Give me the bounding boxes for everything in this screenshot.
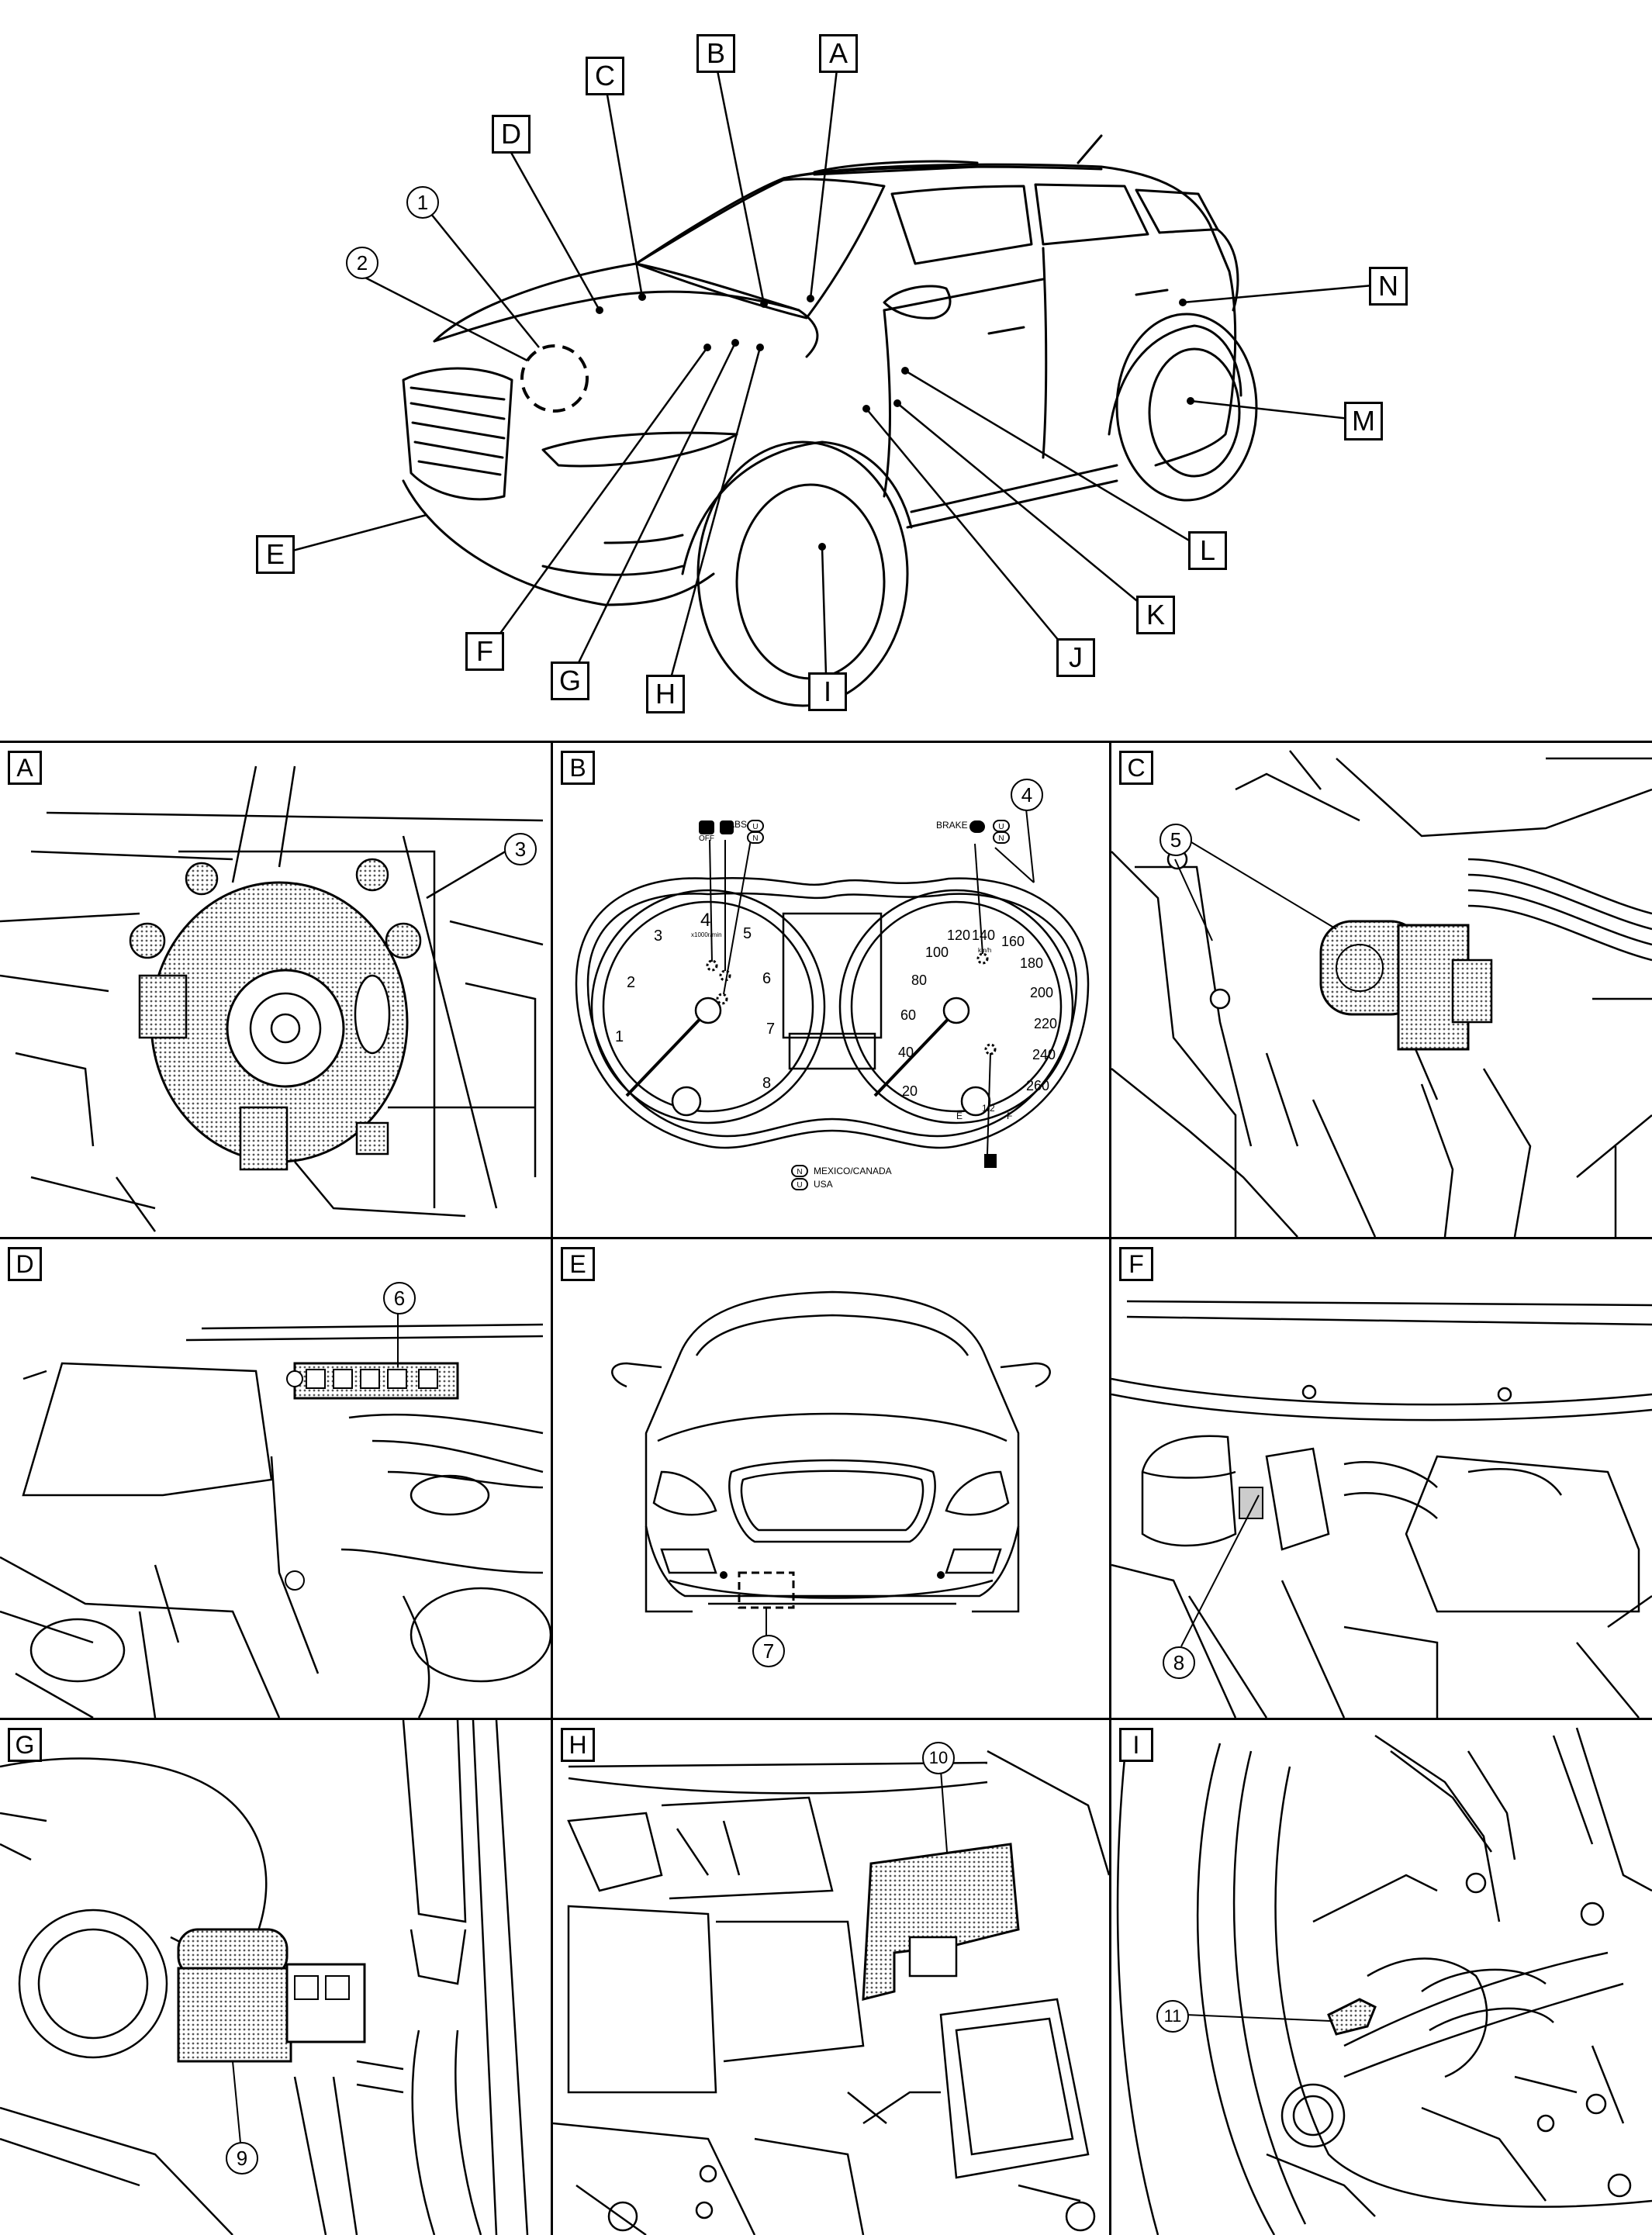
speed-tick: 260 xyxy=(1026,1078,1049,1093)
region-n-badge: N xyxy=(797,1168,802,1176)
callout-1: 1 xyxy=(406,186,439,219)
callout-6: 6 xyxy=(383,1282,416,1314)
label-n: N xyxy=(1369,267,1408,306)
panel-label: F xyxy=(1119,1247,1153,1281)
label-j: J xyxy=(1056,638,1095,677)
speed-tick: 240 xyxy=(1032,1047,1056,1062)
speed-tick: 180 xyxy=(1020,955,1043,971)
grid-divider xyxy=(551,741,553,2235)
grid-divider xyxy=(1109,741,1111,2235)
abs-actuator-illustration xyxy=(1111,750,1652,1237)
label-c: C xyxy=(586,57,624,95)
fuel-half: 1/2 xyxy=(982,1103,995,1114)
grid-divider xyxy=(0,1237,1652,1239)
tach-tick: 7 xyxy=(766,1021,775,1038)
label-m: M xyxy=(1344,402,1383,440)
callout-5: 5 xyxy=(1160,824,1192,856)
panel-c: C 5 xyxy=(1111,743,1652,1237)
speed-unit: km/h xyxy=(978,947,991,954)
tach-tick: 2 xyxy=(627,974,635,991)
callout-8: 8 xyxy=(1163,1646,1195,1679)
panel-b: OFF ABS BRAKE U N U N N U MEXICO/CANADA … xyxy=(553,743,1109,1237)
region-u-badge: U xyxy=(797,1181,802,1190)
tach-tick: 6 xyxy=(762,970,771,987)
brake-text: BRAKE xyxy=(936,820,968,831)
vehicle-illustration xyxy=(286,62,1374,707)
panel-label: E xyxy=(561,1247,595,1281)
label-l: L xyxy=(1188,531,1227,570)
tach-tick: 8 xyxy=(762,1075,771,1092)
panel-a: A 3 xyxy=(0,743,551,1237)
stop-lamp-switch-illustration xyxy=(0,1720,529,2235)
wheel-sensor-illustration xyxy=(1116,1727,1652,2235)
engine-bay-left-illustration xyxy=(1111,1300,1652,1718)
callout-3: 3 xyxy=(504,833,537,865)
spiral-cable-illustration xyxy=(0,765,544,1232)
grid-divider xyxy=(0,741,1652,743)
callout-9: 9 xyxy=(226,2142,258,2175)
panel-d: D 6 xyxy=(0,1239,551,1718)
label-f: F xyxy=(465,632,504,671)
control-module-illustration xyxy=(553,1750,1109,2235)
relay-box-illustration xyxy=(0,1311,551,1718)
tach-tick: 3 xyxy=(654,928,662,945)
panel-label: C xyxy=(1119,751,1153,785)
panel-label: H xyxy=(561,1728,595,1762)
speed-tick: 200 xyxy=(1030,985,1053,1000)
label-g: G xyxy=(551,662,589,700)
combination-meter-illustration: OFF ABS BRAKE U N U N N U MEXICO/CANADA … xyxy=(575,808,1090,1190)
leader xyxy=(1174,858,1213,941)
region-u-badge: U xyxy=(752,823,758,831)
label-h: H xyxy=(646,675,685,713)
label-b: B xyxy=(696,34,735,73)
panel-i: I 11 xyxy=(1111,1720,1652,2235)
legend-usa: USA xyxy=(814,1179,833,1190)
panel-label: G xyxy=(8,1728,42,1762)
vehicle-overview: A B C D E F G H I J K L M N 1 2 xyxy=(0,0,1652,733)
speed-tick: 160 xyxy=(1001,934,1025,949)
fuel-empty: E xyxy=(956,1111,963,1121)
speed-tick: 120 xyxy=(947,928,970,943)
off-text: OFF xyxy=(699,834,714,843)
label-d: D xyxy=(492,115,531,154)
vehicle-front-illustration xyxy=(611,1290,1051,1639)
speed-tick: 100 xyxy=(925,945,949,960)
callout-2: 2 xyxy=(346,247,378,279)
panel-e: E 7 xyxy=(553,1239,1109,1718)
callout-10: 10 xyxy=(922,1742,955,1774)
tach-unit: x1000r/min xyxy=(691,931,722,938)
label-i: I xyxy=(808,672,847,711)
tach-tick: 5 xyxy=(743,925,752,942)
callout-11: 11 xyxy=(1156,2000,1189,2033)
tach-tick: 4 xyxy=(700,910,710,931)
label-a: A xyxy=(819,34,858,73)
panel-label: I xyxy=(1119,1728,1153,1762)
region-n-badge: N xyxy=(752,834,758,843)
speed-tick: 40 xyxy=(898,1045,914,1060)
panel-label: A xyxy=(8,751,42,785)
fuel-full: F xyxy=(1007,1111,1012,1121)
panel-label: B xyxy=(561,751,595,785)
grid-divider xyxy=(0,1718,1652,1720)
callout-7: 7 xyxy=(752,1635,785,1667)
panel-f: F 8 xyxy=(1111,1239,1652,1718)
panel-label: D xyxy=(8,1247,42,1281)
label-k: K xyxy=(1136,596,1175,634)
tach-tick: 1 xyxy=(615,1028,624,1045)
speed-tick: 20 xyxy=(902,1083,918,1099)
panel-h: H 10 xyxy=(553,1720,1109,2235)
speed-tick: 140 xyxy=(972,928,995,943)
speed-tick: 60 xyxy=(900,1007,916,1023)
abs-text: ABS xyxy=(728,819,747,830)
region-u-badge: U xyxy=(998,823,1004,831)
callout-4: 4 xyxy=(1011,779,1043,811)
label-e: E xyxy=(256,535,295,574)
speed-tick: 220 xyxy=(1034,1016,1057,1031)
region-n-badge: N xyxy=(998,834,1004,843)
legend-mexico-canada: MEXICO/CANADA xyxy=(814,1166,892,1176)
speed-tick: 80 xyxy=(911,972,927,988)
panel-g: G 9 xyxy=(0,1720,551,2235)
